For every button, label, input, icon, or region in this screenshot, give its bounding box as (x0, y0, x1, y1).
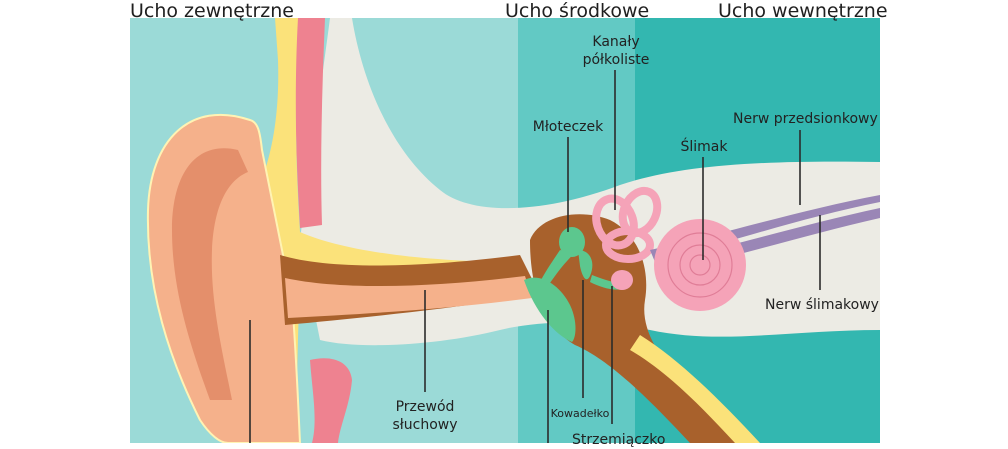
oval-window (611, 270, 633, 290)
cochlea-spiral (667, 232, 733, 298)
malleus-handle (540, 250, 574, 286)
pinna-fold (172, 148, 248, 400)
incus-shape (578, 250, 593, 280)
outer-ear-title: Ucho zewnętrzne (130, 0, 294, 22)
label-semicircular-canals-2: półkoliste (582, 52, 650, 68)
label-ear-canal-1: Przewód (395, 399, 455, 415)
tissue-lower (310, 358, 352, 443)
leader-lines (249, 70, 821, 443)
label-incus: Kowadełko (550, 407, 610, 420)
canal-lumen (285, 276, 532, 318)
label-semicircular-canals-1: Kanały (592, 34, 640, 50)
label-ear-canal-2: słuchowy (392, 417, 458, 433)
semicircular-canals (592, 186, 662, 263)
tissue-strip (295, 18, 325, 228)
label-malleus: Młoteczek (532, 119, 604, 135)
label-vestibular-nerve: Nerw przedsionkowy (733, 111, 878, 127)
label-cochlear-nerve: Nerw ślimakowy (765, 297, 879, 313)
label-stapes: Strzemiączko (572, 432, 666, 448)
middle-ear-title: Ucho środkowe (505, 0, 650, 22)
eardrum (524, 277, 576, 342)
tube-cartilage (630, 335, 760, 443)
malleus-shape (559, 227, 585, 257)
label-cochlea: Ślimak (680, 139, 728, 155)
inner-ear-title: Ucho wewnętrzne (718, 0, 888, 22)
